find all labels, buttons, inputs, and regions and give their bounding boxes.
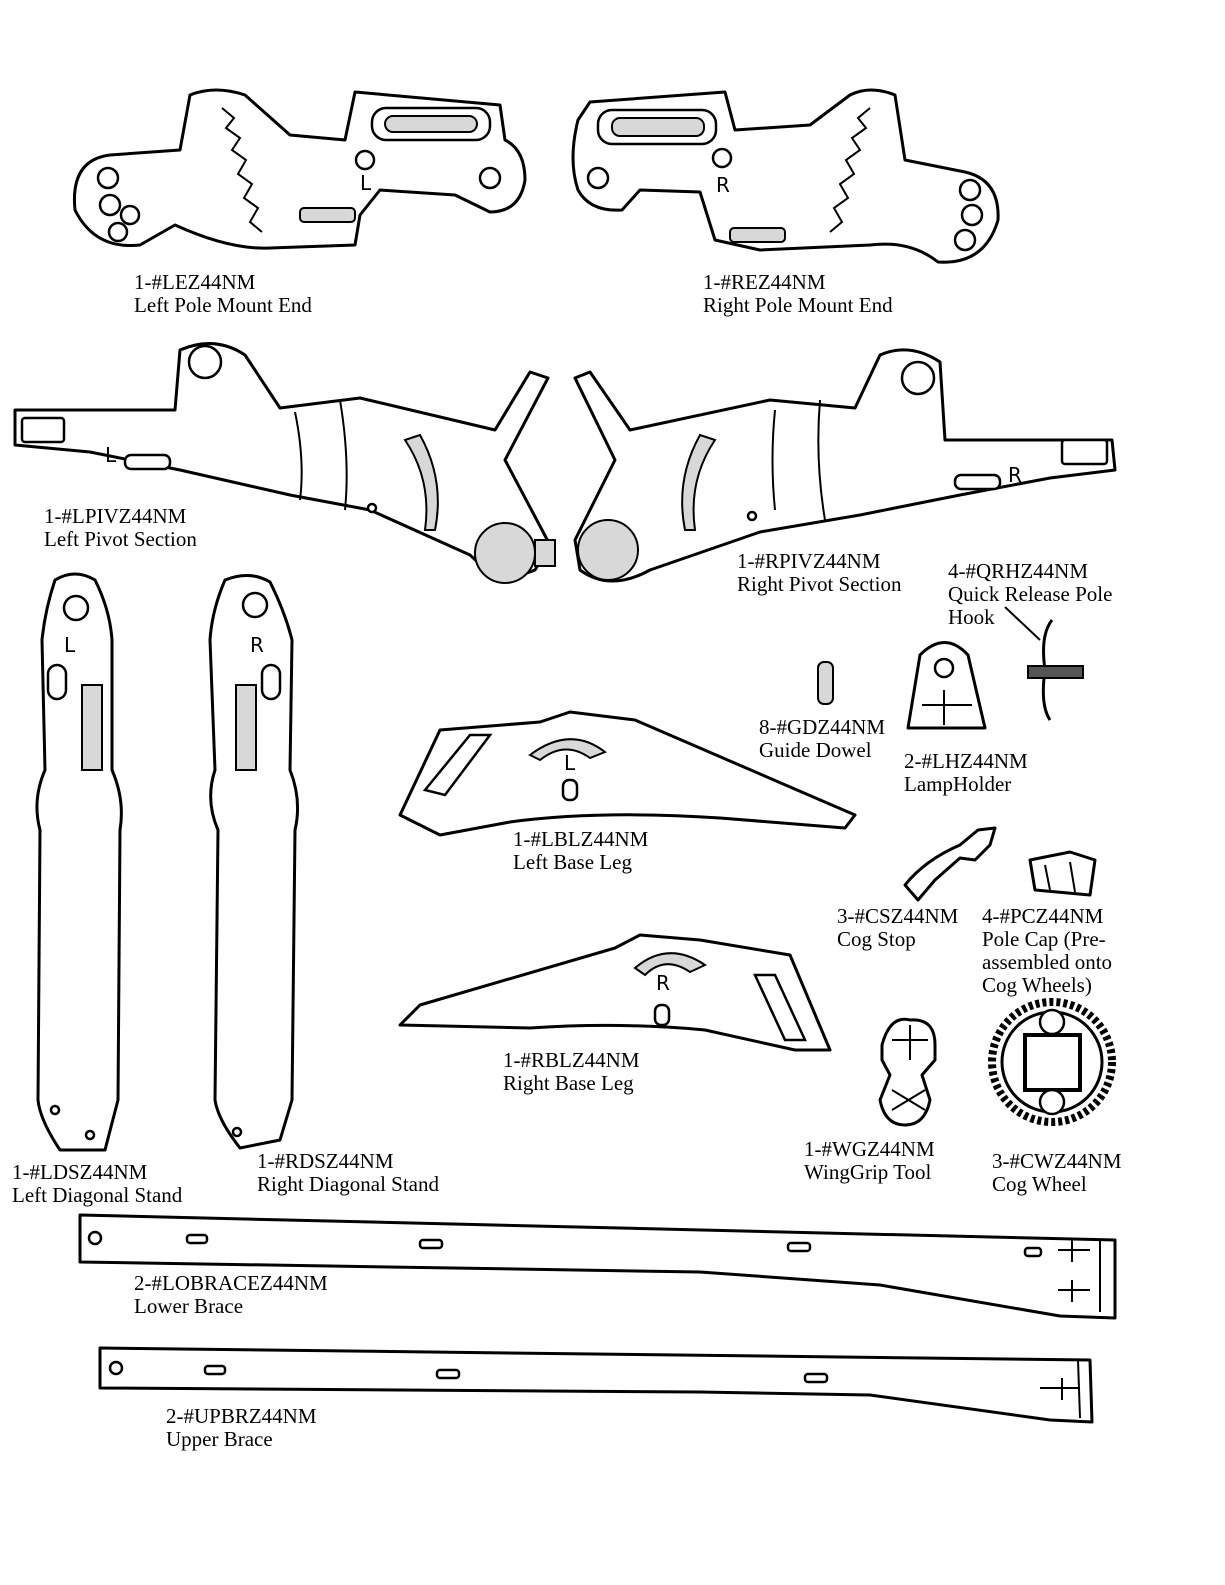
part-name: Right Pivot Section [737,572,902,596]
right-pole-mount-end-drawing: R [571,88,1000,264]
part-name: Pole Cap (Pre- [982,927,1106,951]
lez-label: 1-#LEZ44NM Left Pole Mount End [134,271,312,317]
csz-label: 3-#CSZ44NM Cog Stop [837,905,958,951]
part-code: 2-#LHZ44NM [904,749,1028,773]
lhz-label: 2-#LHZ44NM LampHolder [904,750,1028,796]
part-name: Quick Release Pole [948,582,1113,606]
part-name: Left Pivot Section [44,527,197,551]
part-name: assembled onto [982,950,1113,974]
lower-brace-drawing [78,1213,1117,1320]
part-code: 1-#LDSZ44NM [12,1160,148,1184]
part-name: Left Pole Mount End [134,293,312,317]
part-code: 2-#LOBRACEZ44NM [134,1271,328,1295]
part-name: Hook [948,605,995,629]
rpivz-marking: R [1008,463,1022,487]
qrhz-label: 4-#QRHZ44NM Quick Release Pole Hook [948,560,1112,629]
lpivz-label: 1-#LPIVZ44NM Left Pivot Section [44,505,197,551]
left-pivot-section-drawing: L [13,342,556,584]
right-base-leg-drawing: R [398,933,832,1052]
right-pivot-section-drawing: R [573,348,1117,583]
part-name: Upper Brace [166,1427,273,1451]
winggrip-tool-drawing [878,1017,937,1127]
upbrz-label: 2-#UPBRZ44NM Upper Brace [166,1405,317,1451]
part-name: Cog Wheel [992,1172,1087,1196]
part-code: 1-#RBLZ44NM [503,1048,640,1072]
quick-release-pole-hook-drawing [1004,606,1084,721]
cog-wheel-drawing [988,998,1116,1126]
part-name: Left Base Leg [513,850,632,874]
part-name: Right Base Leg [503,1071,634,1095]
guide-dowel-drawing [817,661,834,705]
part-name: Lower Brace [134,1294,244,1318]
part-code: 8-#GDZ44NM [759,715,885,739]
ldsz-label: 1-#LDSZ44NM Left Diagonal Stand [12,1161,182,1207]
part-name: Right Pole Mount End [703,293,893,317]
lampholder-drawing [906,641,987,730]
rez-label: 1-#REZ44NM Right Pole Mount End [703,271,893,317]
part-code: 1-#LBLZ44NM [513,827,649,851]
rdsz-marking: R [250,633,264,657]
lblz-marking: L [564,751,576,775]
rblz-marking: R [656,971,670,995]
part-code: 1-#RDSZ44NM [257,1149,394,1173]
lpivz-marking: L [105,443,117,467]
part-code: 1-#WGZ44NM [804,1137,935,1161]
pcz-label: 4-#PCZ44NM Pole Cap (Pre- assembled onto… [982,905,1112,997]
cwz-label: 3-#CWZ44NM Cog Wheel [992,1150,1122,1196]
part-code: 1-#LPIVZ44NM [44,504,187,528]
part-name: WingGrip Tool [804,1160,932,1184]
part-name: Left Diagonal Stand [12,1183,183,1207]
left-base-leg-drawing: L [398,710,857,837]
lez-marking: L [360,171,372,195]
part-code: 3-#CSZ44NM [837,904,959,928]
rblz-label: 1-#RBLZ44NM Right Base Leg [503,1049,640,1095]
part-code: 3-#CWZ44NM [992,1149,1122,1173]
part-code: 1-#RPIVZ44NM [737,549,881,573]
part-code: 4-#PCZ44NM [982,904,1104,928]
ldsz-marking: L [64,633,76,657]
gdz-label: 8-#GDZ44NM Guide Dowel [759,716,885,762]
rpivz-label: 1-#RPIVZ44NM Right Pivot Section [737,550,902,596]
cog-stop-drawing [903,826,997,902]
part-name: Guide Dowel [759,738,872,762]
left-diagonal-stand-drawing: L [35,572,123,1152]
part-code: 1-#REZ44NM [703,270,826,294]
upper-brace-drawing [98,1346,1094,1424]
wgz-label: 1-#WGZ44NM WingGrip Tool [804,1138,935,1184]
lobracez-label: 2-#LOBRACEZ44NM Lower Brace [134,1272,328,1318]
part-name: LampHolder [904,772,1012,796]
part-code: 1-#LEZ44NM [134,270,256,294]
part-code: 2-#UPBRZ44NM [166,1404,317,1428]
part-name: Cog Stop [837,927,916,951]
part-name: Cog Wheels) [982,973,1092,997]
part-name: Right Diagonal Stand [257,1172,439,1196]
rdsz-label: 1-#RDSZ44NM Right Diagonal Stand [257,1150,439,1196]
lblz-label: 1-#LBLZ44NM Left Base Leg [513,828,648,874]
left-pole-mount-end-drawing: L [72,88,527,250]
right-diagonal-stand-drawing: R [208,574,300,1150]
rez-marking: R [716,173,730,197]
part-code: 4-#QRHZ44NM [948,559,1088,583]
pole-cap-drawing [1028,850,1097,897]
